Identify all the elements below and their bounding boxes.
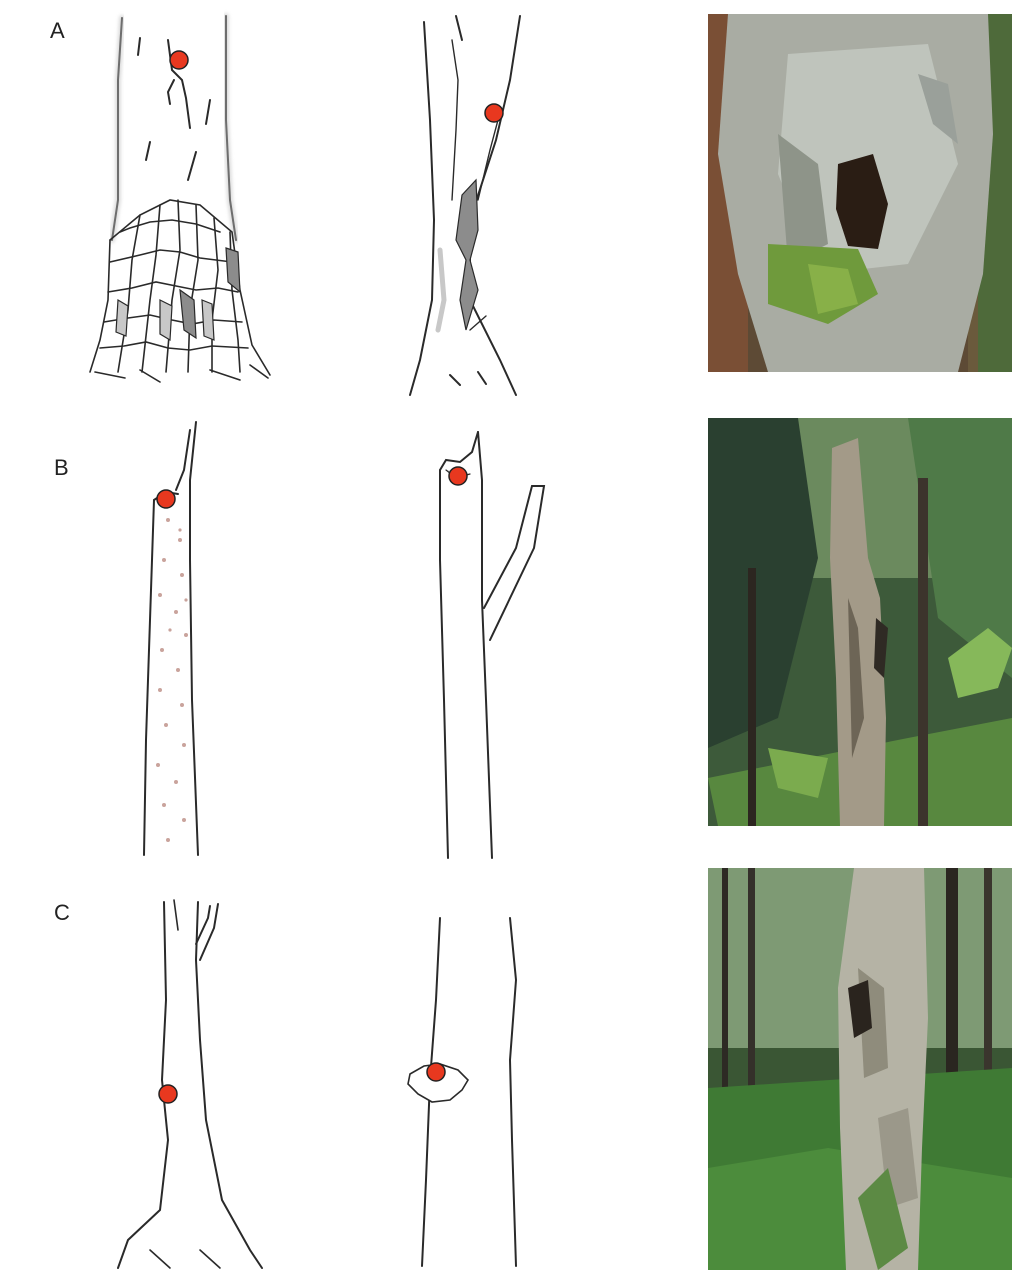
drawing-a1-trunk	[90, 16, 270, 382]
drawing-c1-trunk	[118, 900, 262, 1268]
photo-a	[708, 14, 1012, 372]
marker-b2	[449, 467, 467, 485]
marker-a1	[170, 51, 188, 69]
photo-c	[708, 868, 1012, 1270]
drawing-a2-trunk	[410, 16, 520, 395]
marker-a2	[485, 104, 503, 122]
marker-b1	[157, 490, 175, 508]
drawing-c2-fungus	[408, 918, 516, 1266]
drawing-b1-snag	[144, 422, 198, 855]
photo-b	[708, 418, 1012, 826]
drawing-b2-broken	[440, 432, 544, 858]
marker-c1	[159, 1085, 177, 1103]
marker-c2	[427, 1063, 445, 1081]
